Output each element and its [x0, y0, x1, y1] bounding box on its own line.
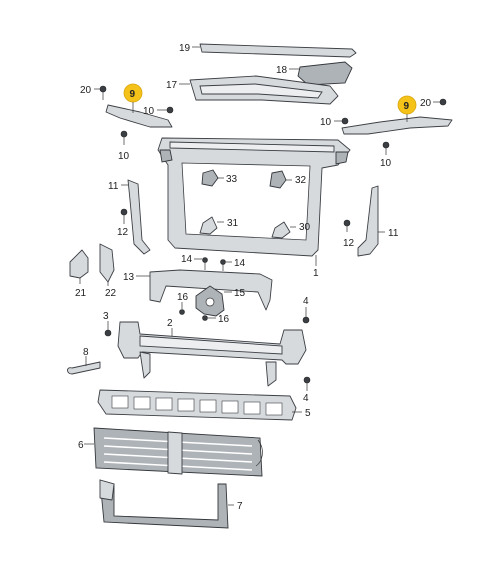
part-2-bumper-beam: [117, 321, 307, 387]
part-19-trim-strip: [199, 43, 357, 58]
label-31: 31: [227, 218, 239, 229]
label-33: 33: [226, 174, 238, 185]
bolt-20-left: [99, 85, 107, 100]
part-18-bracket: [297, 61, 353, 86]
bolt-4-b: [303, 376, 311, 391]
label-20-left: 20: [80, 85, 92, 96]
label-10-c: 10: [320, 117, 332, 128]
part-7-seal-frame: [99, 479, 229, 529]
bolt-14-a: [202, 257, 208, 270]
label-22: 22: [105, 288, 117, 299]
label-15: 15: [234, 288, 246, 299]
label-12-left: 12: [117, 227, 129, 238]
label-8: 8: [83, 347, 89, 358]
bolt-3: [104, 321, 112, 337]
label-2: 2: [167, 318, 173, 329]
part-31-bracket: [199, 216, 218, 235]
part-8-tow-eye: [67, 361, 101, 375]
bolt-12-right: [343, 219, 351, 232]
label-7: 7: [237, 501, 243, 512]
part-15-latch-bracket: [195, 285, 225, 317]
label-21: 21: [75, 288, 87, 299]
bolt-14-b: [220, 259, 226, 271]
label-30: 30: [299, 222, 311, 233]
label-3: 3: [103, 311, 109, 322]
label-9-left: 9: [130, 89, 136, 100]
label-14-b: 14: [234, 258, 246, 269]
label-32: 32: [295, 175, 307, 186]
label-20-right: 20: [420, 98, 432, 109]
label-4-a: 4: [303, 296, 309, 307]
label-10-d: 10: [380, 158, 392, 169]
label-11-left: 11: [108, 181, 119, 192]
label-4-b: 4: [303, 393, 309, 404]
label-1: 1: [313, 268, 319, 279]
label-12-right: 12: [343, 238, 355, 249]
part-32-clip: [269, 170, 287, 189]
label-5: 5: [305, 408, 311, 419]
label-10-b: 10: [118, 151, 130, 162]
bolt-10-left-b: [120, 130, 128, 145]
label-9-right: 9: [404, 101, 410, 112]
part-1-front-carrier: [157, 137, 351, 257]
label-13: 13: [123, 272, 135, 283]
part-33-clip: [201, 169, 219, 187]
part-11-right-bracket: [357, 185, 379, 257]
label-16-b: 16: [218, 314, 230, 325]
label-16-a: 16: [177, 292, 189, 303]
label-14-a: 14: [181, 254, 193, 265]
part-5-air-guide: [97, 389, 297, 421]
label-11-right: 11: [388, 228, 399, 239]
bolt-10-right-b: [382, 141, 390, 155]
bolt-16-a: [179, 302, 185, 315]
label-18: 18: [276, 65, 288, 76]
part-21-cover: [69, 249, 89, 279]
part-9-right-bracket: [341, 116, 453, 135]
part-22-cover: [99, 243, 115, 283]
part-6-radiator-shutter: [93, 427, 263, 477]
bolt-20-right: [439, 98, 447, 106]
bolt-10-left-a: [166, 106, 174, 114]
bolt-4-a: [302, 307, 310, 324]
bolt-10-right-a: [341, 117, 349, 125]
part-17-cross-member: [189, 75, 339, 105]
bolt-12-left: [120, 208, 128, 224]
label-17: 17: [166, 80, 178, 91]
part-30-bracket: [271, 221, 291, 239]
part-11-left-bracket: [127, 179, 151, 255]
bolt-16-b: [202, 315, 208, 321]
part-13-lower-member: [149, 269, 273, 311]
label-10-a: 10: [143, 106, 155, 117]
part-9-left-bracket: [105, 104, 173, 128]
label-19: 19: [179, 43, 191, 54]
label-6: 6: [78, 440, 84, 451]
